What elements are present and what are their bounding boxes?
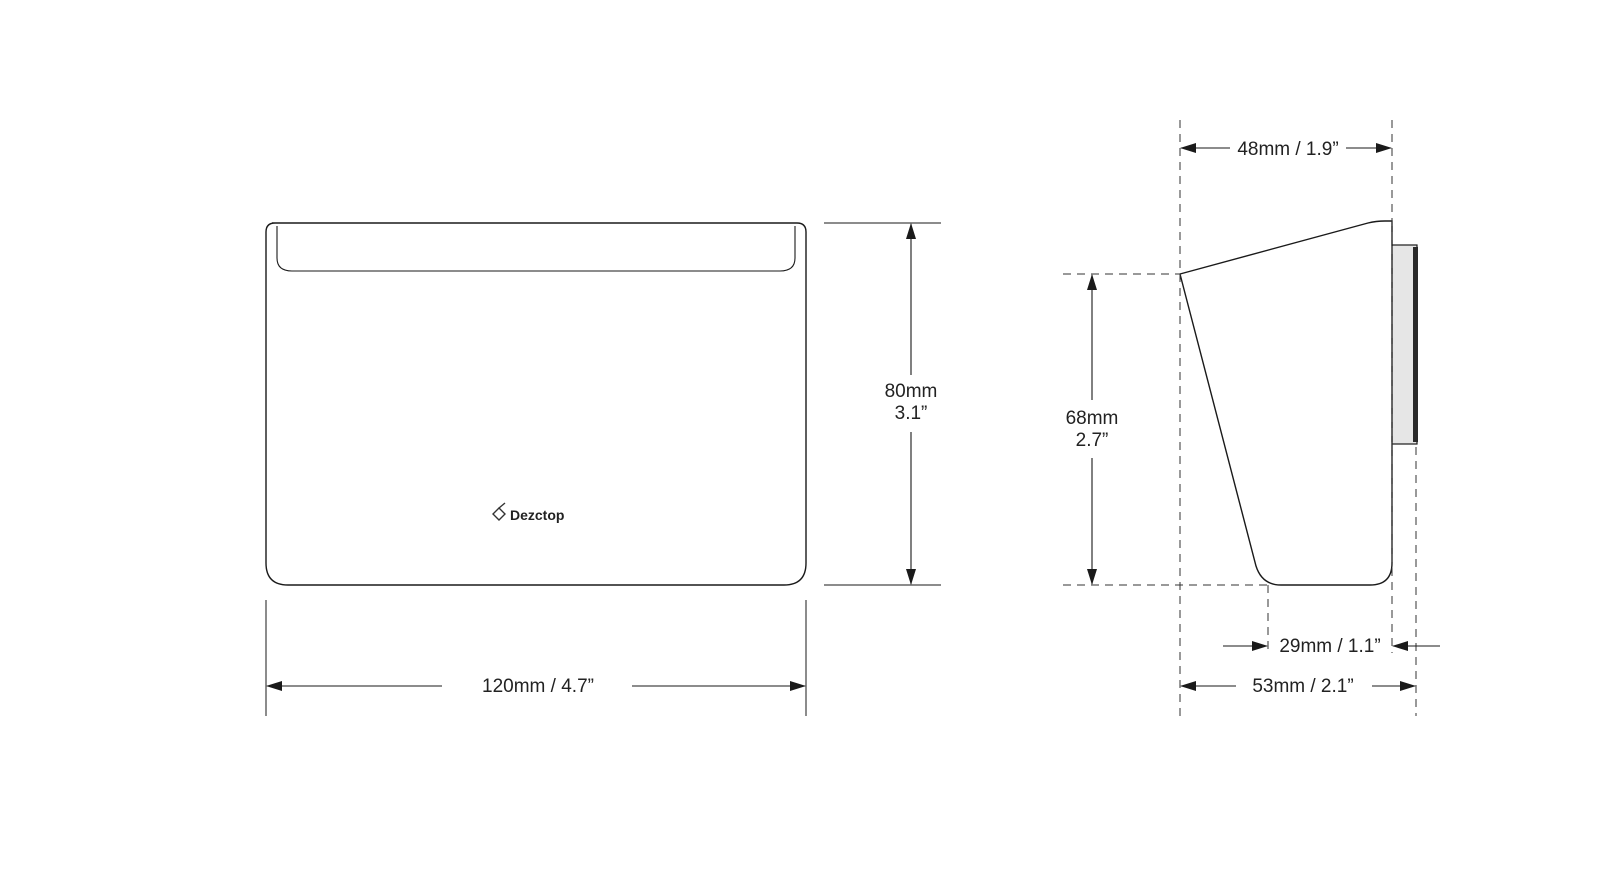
width-label: 120mm / 4.7” bbox=[482, 676, 594, 697]
height-label-in: 3.1” bbox=[895, 403, 928, 424]
total-depth-label: 53mm / 2.1” bbox=[1252, 676, 1353, 697]
side-body-outline bbox=[1179, 220, 1393, 586]
front-view: Dezctop 80mm 3.1” 120mm / 4.7” bbox=[265, 222, 941, 716]
front-height-label-in: 2.7” bbox=[1076, 430, 1109, 451]
side-view: 48mm / 1.9” 68mm 2.7” 29mm / 1.1” 53mm /… bbox=[1063, 120, 1440, 716]
front-rim-lip bbox=[276, 226, 796, 272]
height-label-mm: 80mm bbox=[885, 381, 938, 402]
mount-plate bbox=[1389, 244, 1418, 445]
brand-logo: Dezctop bbox=[492, 502, 564, 523]
top-depth-label: 48mm / 1.9” bbox=[1237, 139, 1338, 160]
front-height-label-mm: 68mm bbox=[1066, 408, 1119, 429]
front-body-outline bbox=[265, 222, 807, 586]
mount-strip bbox=[1413, 247, 1418, 442]
dezctop-logo-icon bbox=[492, 502, 506, 521]
bottom-depth-label: 29mm / 1.1” bbox=[1279, 636, 1380, 657]
brand-name: Dezctop bbox=[510, 507, 564, 523]
